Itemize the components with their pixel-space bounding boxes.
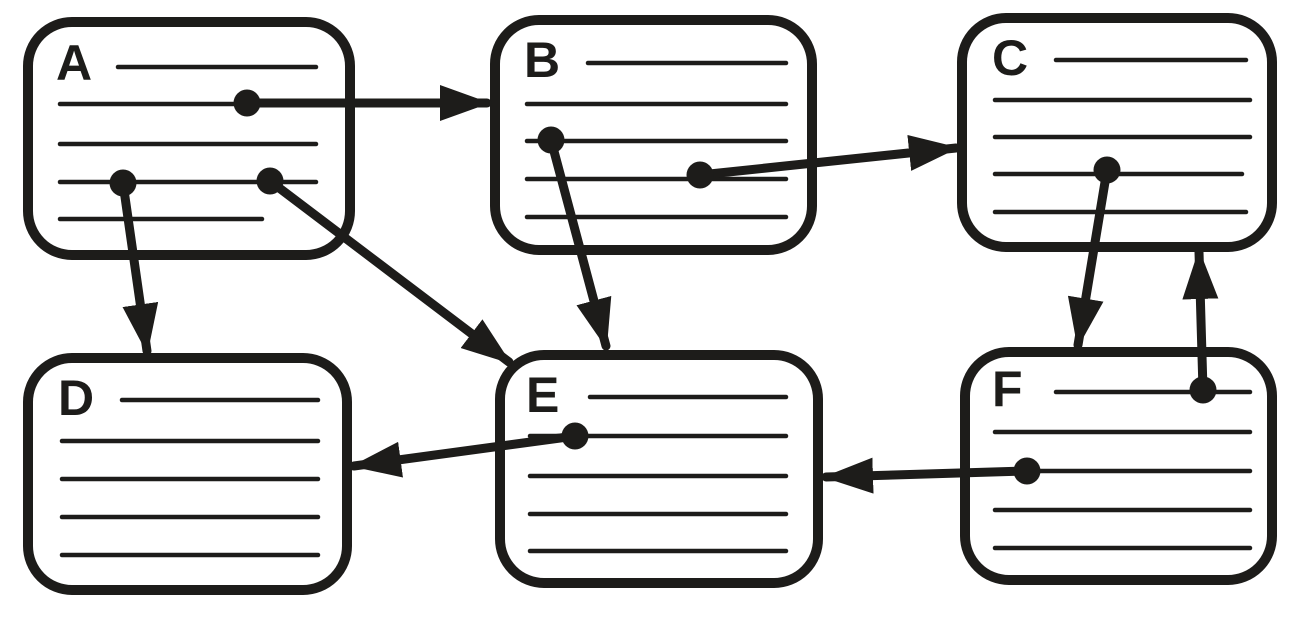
link-arrow-E-to-D (349, 431, 580, 478)
card-C: C (957, 13, 1277, 252)
card-B: B (490, 15, 817, 255)
card-label-D: D (58, 370, 95, 426)
card-D-frame (23, 353, 352, 595)
card-B-frame (490, 15, 817, 255)
card-B-link-anchor-dot (686, 161, 714, 189)
link-arrow-F-to-C (1182, 247, 1219, 395)
card-B-link-anchor-dot (537, 126, 565, 154)
link-arrow-A-to-E (265, 176, 514, 367)
card-label-C: C (992, 30, 1029, 86)
card-E: E (495, 350, 823, 588)
card-A: A (23, 17, 355, 260)
link-arrow-A-to-D (118, 178, 159, 356)
card-A-link-anchor-dot (109, 169, 137, 197)
card-D: D (23, 353, 352, 595)
card-label-B: B (524, 32, 561, 88)
card-label-F: F (992, 361, 1024, 417)
card-F-link-anchor-dot (1189, 376, 1217, 404)
card-C-link-anchor-dot (1093, 156, 1121, 184)
card-F-frame (960, 347, 1277, 585)
card-A-link-anchor-dot (256, 167, 284, 195)
card-A-frame (23, 17, 355, 260)
link-arrow-B-to-C (695, 135, 961, 180)
link-arrow-B-to-E (546, 135, 612, 351)
card-label-E: E (526, 367, 560, 423)
link-arrow-F-to-E (821, 457, 1032, 494)
card-E-link-anchor-dot (561, 422, 589, 450)
card-F-link-anchor-dot (1013, 457, 1041, 485)
card-F: F (960, 347, 1277, 585)
card-A-link-anchor-dot (233, 89, 261, 117)
card-label-A: A (56, 35, 93, 91)
link-arrow-C-to-F (1067, 165, 1112, 350)
card-E-frame (495, 350, 823, 588)
card-C-frame (957, 13, 1277, 252)
